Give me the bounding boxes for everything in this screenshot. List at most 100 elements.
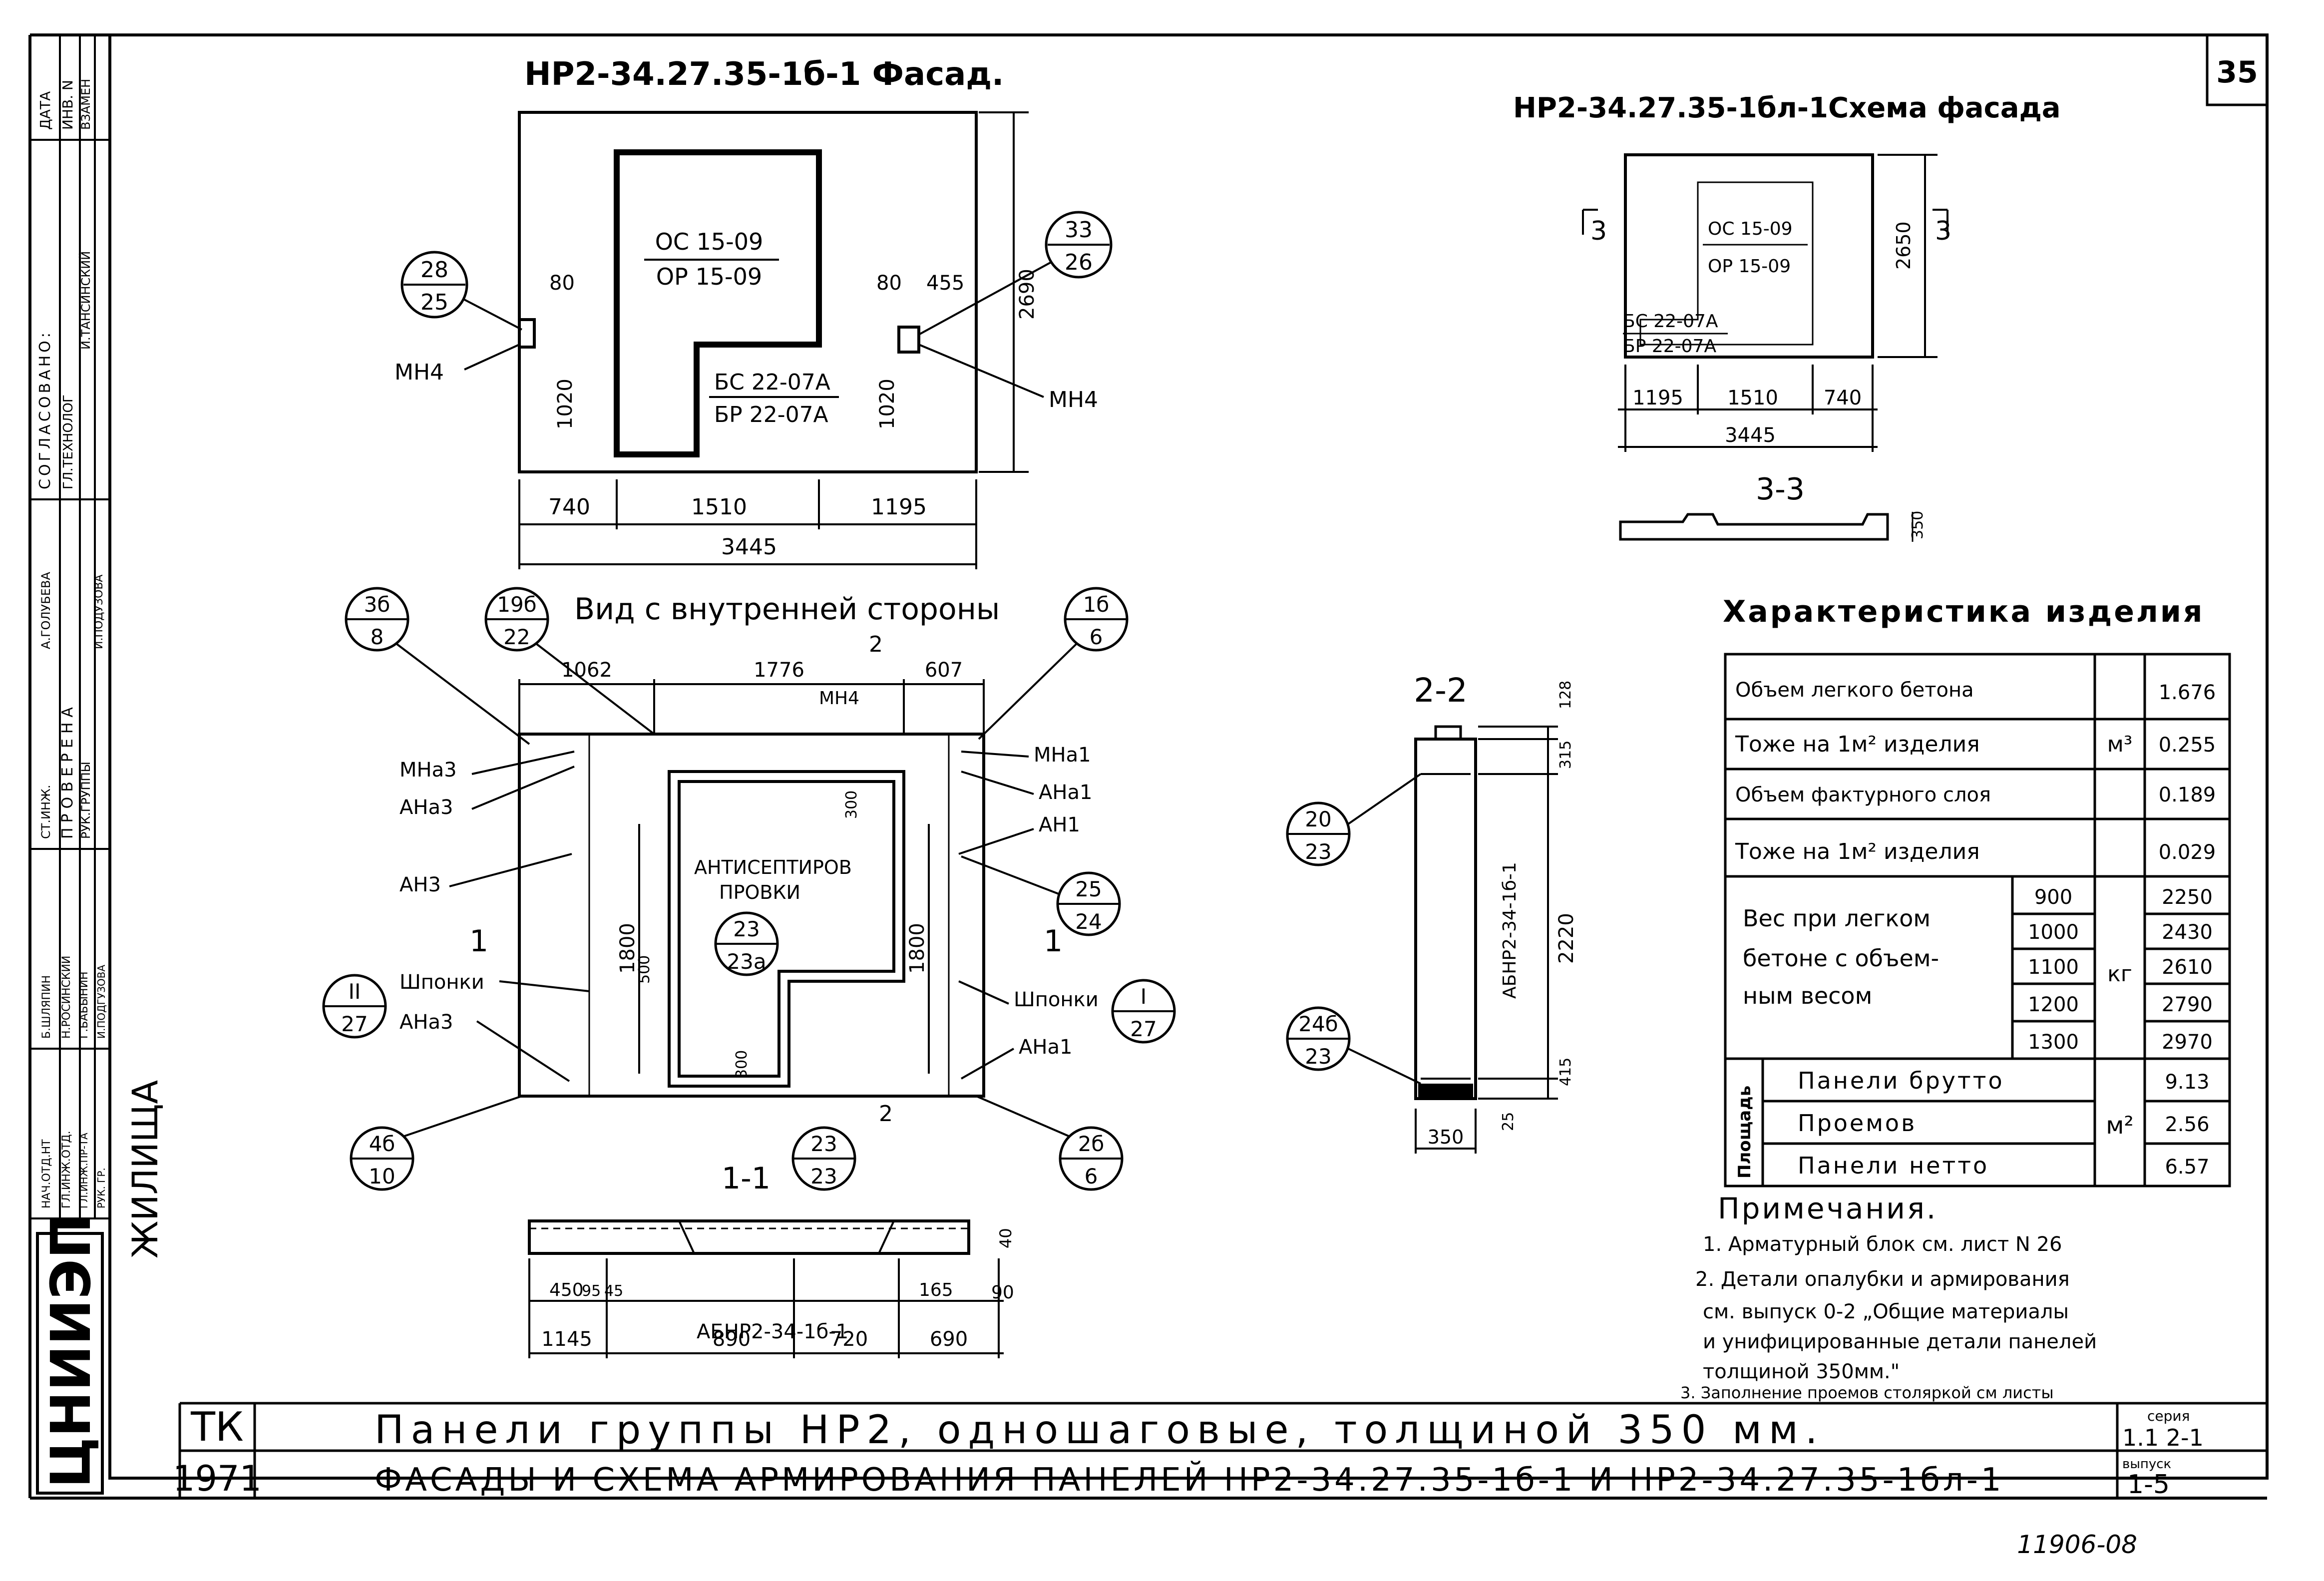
strip-text-date: ДАТА (37, 91, 53, 130)
svg-text:19б: 19б (497, 592, 536, 617)
char-weight-1200: 2790 (2162, 993, 2213, 1016)
section-11-dim-40: 40 (996, 1228, 1015, 1248)
char-volume-unit: м³ (2107, 732, 2133, 757)
section-11-drawing: 1-1 АБНР2-34-1б-1 450 95 45 165 90 1145 … (528, 1161, 1015, 1358)
svg-text:27: 27 (341, 1012, 368, 1036)
svg-text:26: 26 (1065, 250, 1093, 275)
inner-callout-3b: 3б 8 (345, 587, 530, 745)
sheet-number: 35 (2216, 55, 2258, 90)
inner-callout-1b: 1б 6 (978, 587, 1129, 740)
section-22-drawing: 2-2 АБНР2-34-1б-1 128 315 2220 415 25 35… (1286, 671, 1578, 1154)
svg-text:28: 28 (420, 257, 448, 283)
strip-text-checked: ПРОВЕРЕНА (59, 702, 76, 839)
org-suffix-text: ЖИЛИЩА (125, 1080, 166, 1258)
strip-text-head-dept: НАЧ.ОТД.НТ (40, 1139, 53, 1208)
char-density-1100: 1100 (2028, 956, 2079, 979)
inner-section-1-left: 1 (469, 924, 488, 959)
char-row-2-label: Тоже на 1м² изделия (1735, 732, 1980, 757)
inner-label-an1: АН1 (1039, 813, 1080, 836)
section-11-dim-1145: 1145 (541, 1328, 592, 1351)
frame (28, 33, 2269, 1500)
char-area-net-value: 6.57 (2165, 1156, 2209, 1179)
svg-text:3б: 3б (364, 592, 390, 617)
char-density-900: 900 (2034, 886, 2072, 909)
svg-text:23: 23 (1305, 839, 1331, 864)
strip-text-senior-eng: СТ.ИНЖ. (39, 785, 53, 839)
section-11-label: АБНР2-34-1б-1 (697, 1320, 848, 1343)
scheme-dim-total: 3445 (1725, 424, 1776, 447)
inner-label-ana3-bottom: АНа3 (399, 1011, 453, 1034)
note-1: 1. Арматурный блок см. лист N 26 (1703, 1233, 2062, 1256)
strip-text-chief-eng-proj: ГЛ.ИНЖ.ПР-ТА (78, 1133, 90, 1208)
char-weight-900: 2250 (2162, 886, 2213, 909)
scheme-door-top: БС 22-07А (1623, 311, 1718, 332)
char-row-3-label: Объем фактурного слоя (1735, 784, 1991, 806)
facade-mh-right: МН4 (1049, 387, 1098, 412)
inner-callout-25: 25 24 (961, 855, 1121, 936)
strip-text-group-lead: РУК.ГРУППЫ (79, 762, 93, 839)
strip-text-replace: ВЗАМЕН (79, 79, 93, 130)
facade-dim-right-455: 455 (926, 272, 964, 295)
inner-label-mna1: МНа1 (1034, 744, 1091, 767)
strip-text-agreed: СОГЛАСОВАНО: (36, 330, 54, 489)
char-weight-label-3: ным весом (1743, 982, 1872, 1009)
inner-view-title: Вид с внутренней стороны (574, 592, 1000, 627)
facade-window-bottom: ОР 15-09 (656, 263, 762, 290)
inner-callout-23-23: 23 23 (791, 1126, 856, 1191)
char-weight-1300: 2970 (2162, 1031, 2213, 1054)
scheme-window-bottom: ОР 15-09 (1708, 256, 1791, 277)
char-area-net-label: Панели нетто (1798, 1152, 1989, 1179)
inner-label-ana1: АНа1 (1039, 781, 1092, 804)
facade-mh-left: МН4 (394, 360, 444, 385)
facade-dim-1510: 1510 (691, 494, 747, 520)
inner-callout-23a: 23 23а (714, 911, 779, 976)
inner-label-mna3: МНа3 (399, 759, 457, 782)
scheme-dim-height: 2650 (1893, 221, 1915, 270)
inner-dim-607: 607 (925, 659, 963, 682)
issue-label: выпуск (2122, 1457, 2171, 1472)
facade-callout-right: 33 26 (918, 211, 1113, 336)
char-row-2-value: 0.255 (2159, 734, 2216, 757)
scheme-section-dim: 350 (1909, 511, 1927, 539)
inner-dim-1800-right: 1800 (906, 923, 929, 974)
svg-text:23: 23 (1305, 1044, 1331, 1069)
series-code: ТК (190, 1404, 244, 1450)
inner-section-1-right: 1 (1044, 924, 1063, 959)
section-11-dim-45: 45 (604, 1282, 623, 1300)
svg-text:4б: 4б (369, 1132, 395, 1156)
char-area-openings-value: 2.56 (2165, 1113, 2209, 1136)
inner-label-antiseptic-1: АНТИСЕПТИРОВ (694, 856, 852, 878)
series-label: серия (2147, 1408, 2190, 1424)
title-block: ТК 1971 Панели группы НР2, одношаговые, … (173, 1402, 2267, 1500)
strip-text-chief-eng-dept: ГЛ.ИНЖ.ОТД. (60, 1131, 73, 1208)
char-weight-1000: 2430 (2162, 921, 2213, 944)
char-row-4-label: Тоже на 1м² изделия (1735, 839, 1980, 864)
facade-window-top: ОС 15-09 (655, 228, 764, 255)
char-area-gross-value: 9.13 (2165, 1071, 2209, 1094)
scheme-section-mark-right: 3 (1935, 216, 1951, 246)
svg-text:II: II (349, 979, 361, 1004)
char-weight-1100: 2610 (2162, 956, 2213, 979)
inner-label-mh4: МН4 (819, 688, 859, 709)
strip-text-poduzova: И.ПОДУЗОВА (93, 575, 105, 649)
section-22-dim-2220: 2220 (1555, 913, 1578, 964)
svg-text:8: 8 (371, 625, 384, 649)
facade-dim-height: 2690 (1016, 269, 1039, 320)
scheme-title: НР2-34.27.35-1бл-1Схема фасада (1513, 92, 2061, 124)
svg-text:2б: 2б (1078, 1132, 1105, 1156)
series-value: 1.1 2-1 (2122, 1424, 2204, 1451)
section-22-dim-128: 128 (1557, 681, 1574, 709)
svg-text:25: 25 (420, 290, 448, 315)
strip-text-rosinsky: Н.РОСИНСКИЙ (60, 956, 73, 1039)
scheme-section-title: 3-3 (1756, 472, 1805, 507)
facade-dim-left-80: 80 (549, 272, 575, 295)
inner-dim-500: 500 (636, 955, 653, 984)
inner-section-2-bottom: 2 (879, 1101, 893, 1127)
strip-text-shlyapin: Б.ШЛЯПИН (40, 975, 53, 1039)
note-2-cont-1: см. выпуск 0-2 „Общие материалы (1703, 1300, 2069, 1323)
section-22-dim-350: 350 (1428, 1126, 1464, 1148)
issue-value: 1-5 (2127, 1470, 2170, 1500)
facade-dim-left-1020: 1020 (554, 379, 577, 429)
svg-text:23а: 23а (727, 949, 766, 974)
char-row-3-value: 0.189 (2159, 784, 2216, 806)
